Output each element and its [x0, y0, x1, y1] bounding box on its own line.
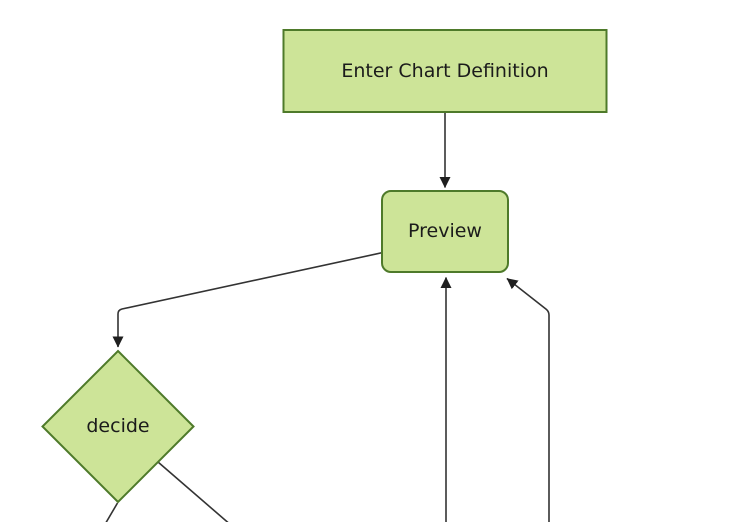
edge-decide-offscreen-left	[105, 502, 119, 522]
edge-decide-offscreen-right	[157, 461, 229, 522]
edge-offscreen-to-preview-right	[506, 277, 550, 522]
node-preview	[381, 190, 509, 273]
edge-preview-to-decide	[112, 251, 384, 348]
node-decide	[41, 349, 195, 504]
node-enter-chart-definition	[282, 29, 608, 113]
